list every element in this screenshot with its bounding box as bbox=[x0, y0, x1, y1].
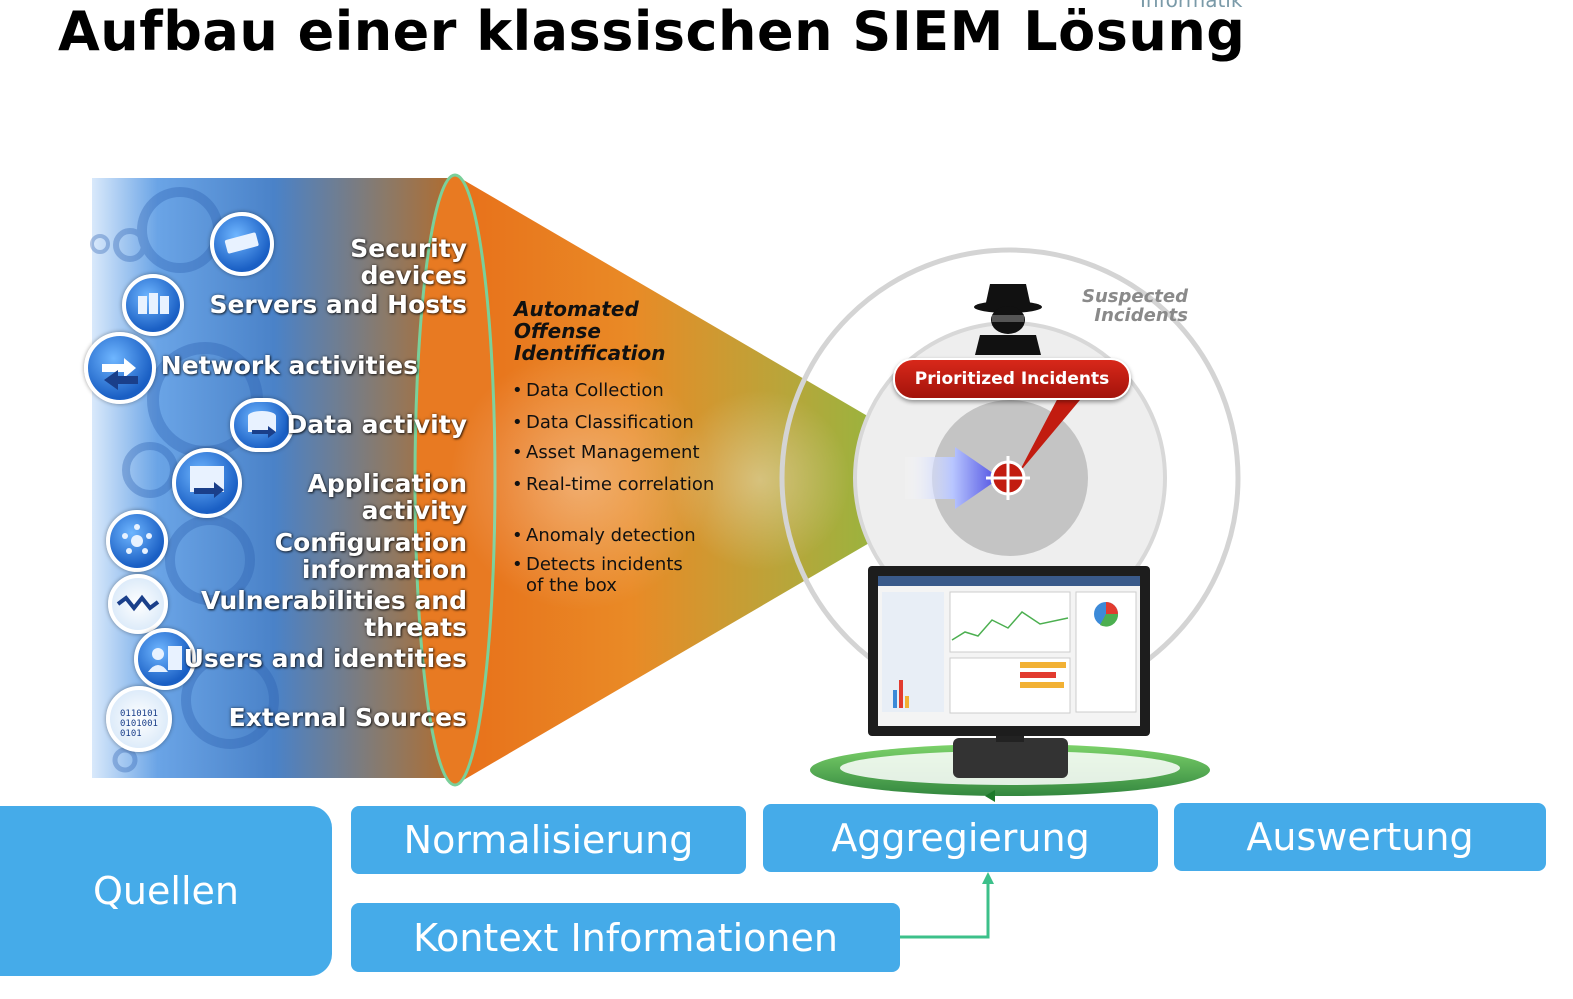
funnel-item: •Data Collection bbox=[512, 380, 664, 401]
funnel-item: •Detects incidents of the box bbox=[512, 554, 683, 596]
funnel-item: •Real-time correlation bbox=[512, 474, 715, 495]
page-title: Aufbau einer klassischen SIEM Lösung bbox=[58, 0, 1246, 63]
source-label-servers-hosts: Servers and Hosts bbox=[209, 290, 467, 319]
funnel-item: •Asset Management bbox=[512, 442, 700, 463]
context-connector bbox=[900, 880, 990, 939]
configuration-icon bbox=[106, 510, 168, 572]
logo-text: Informatik bbox=[1140, 0, 1243, 12]
crosshair-icon bbox=[986, 456, 1030, 500]
arrow-icon bbox=[905, 447, 1000, 509]
svg-text:0101: 0101 bbox=[120, 729, 142, 739]
funnel-glow-2 bbox=[670, 390, 850, 570]
funnel-item: •Data Classification bbox=[512, 412, 694, 433]
network-icon bbox=[84, 332, 156, 404]
users-icon bbox=[134, 628, 196, 690]
monitor-icon bbox=[810, 566, 1210, 796]
vulnerability-icon bbox=[108, 574, 168, 634]
incident-pointer bbox=[1018, 394, 1085, 474]
source-label-data-activity: Data activity bbox=[286, 410, 467, 439]
stage-normalisierung: Normalisierung bbox=[351, 806, 746, 874]
database-icon bbox=[230, 398, 294, 452]
connector-arrowhead bbox=[982, 872, 994, 884]
source-label-vulnerabilities-threats: Vulnerabilities and threats bbox=[200, 586, 467, 642]
rotate-arrow-icon bbox=[985, 790, 995, 802]
source-label-configuration-information: Configuration information bbox=[274, 528, 467, 584]
funnel-glow bbox=[450, 350, 710, 610]
stage-auswertung: Auswertung bbox=[1174, 803, 1546, 871]
source-label-network-activities: Network activities bbox=[160, 351, 418, 380]
source-label-security-devices: Security devices bbox=[350, 234, 467, 290]
suspected-incidents-label: Suspected Incidents bbox=[1082, 286, 1188, 326]
source-label-external-sources: External Sources bbox=[228, 703, 467, 732]
stage-quellen: Quellen bbox=[0, 806, 332, 976]
prioritized-incidents-badge: Prioritized Incidents bbox=[893, 358, 1131, 400]
svg-text:0101001: 0101001 bbox=[120, 719, 158, 729]
source-label-application-activity: Application activity bbox=[307, 469, 467, 525]
funnel-item: •Anomaly detection bbox=[512, 525, 696, 546]
server-icon bbox=[122, 274, 184, 336]
application-icon bbox=[172, 448, 242, 518]
security-device-icon bbox=[210, 212, 274, 276]
source-label-users-identities: Users and identities bbox=[183, 644, 467, 673]
hacker-icon bbox=[974, 284, 1042, 355]
stage-aggregierung: Aggregierung bbox=[763, 804, 1158, 872]
decorative-circles bbox=[90, 187, 279, 773]
funnel-title: Automated Offense Identification bbox=[514, 297, 666, 365]
stage-kontext-informationen: Kontext Informationen bbox=[351, 903, 900, 972]
svg-text:0110101: 0110101 bbox=[120, 709, 158, 719]
